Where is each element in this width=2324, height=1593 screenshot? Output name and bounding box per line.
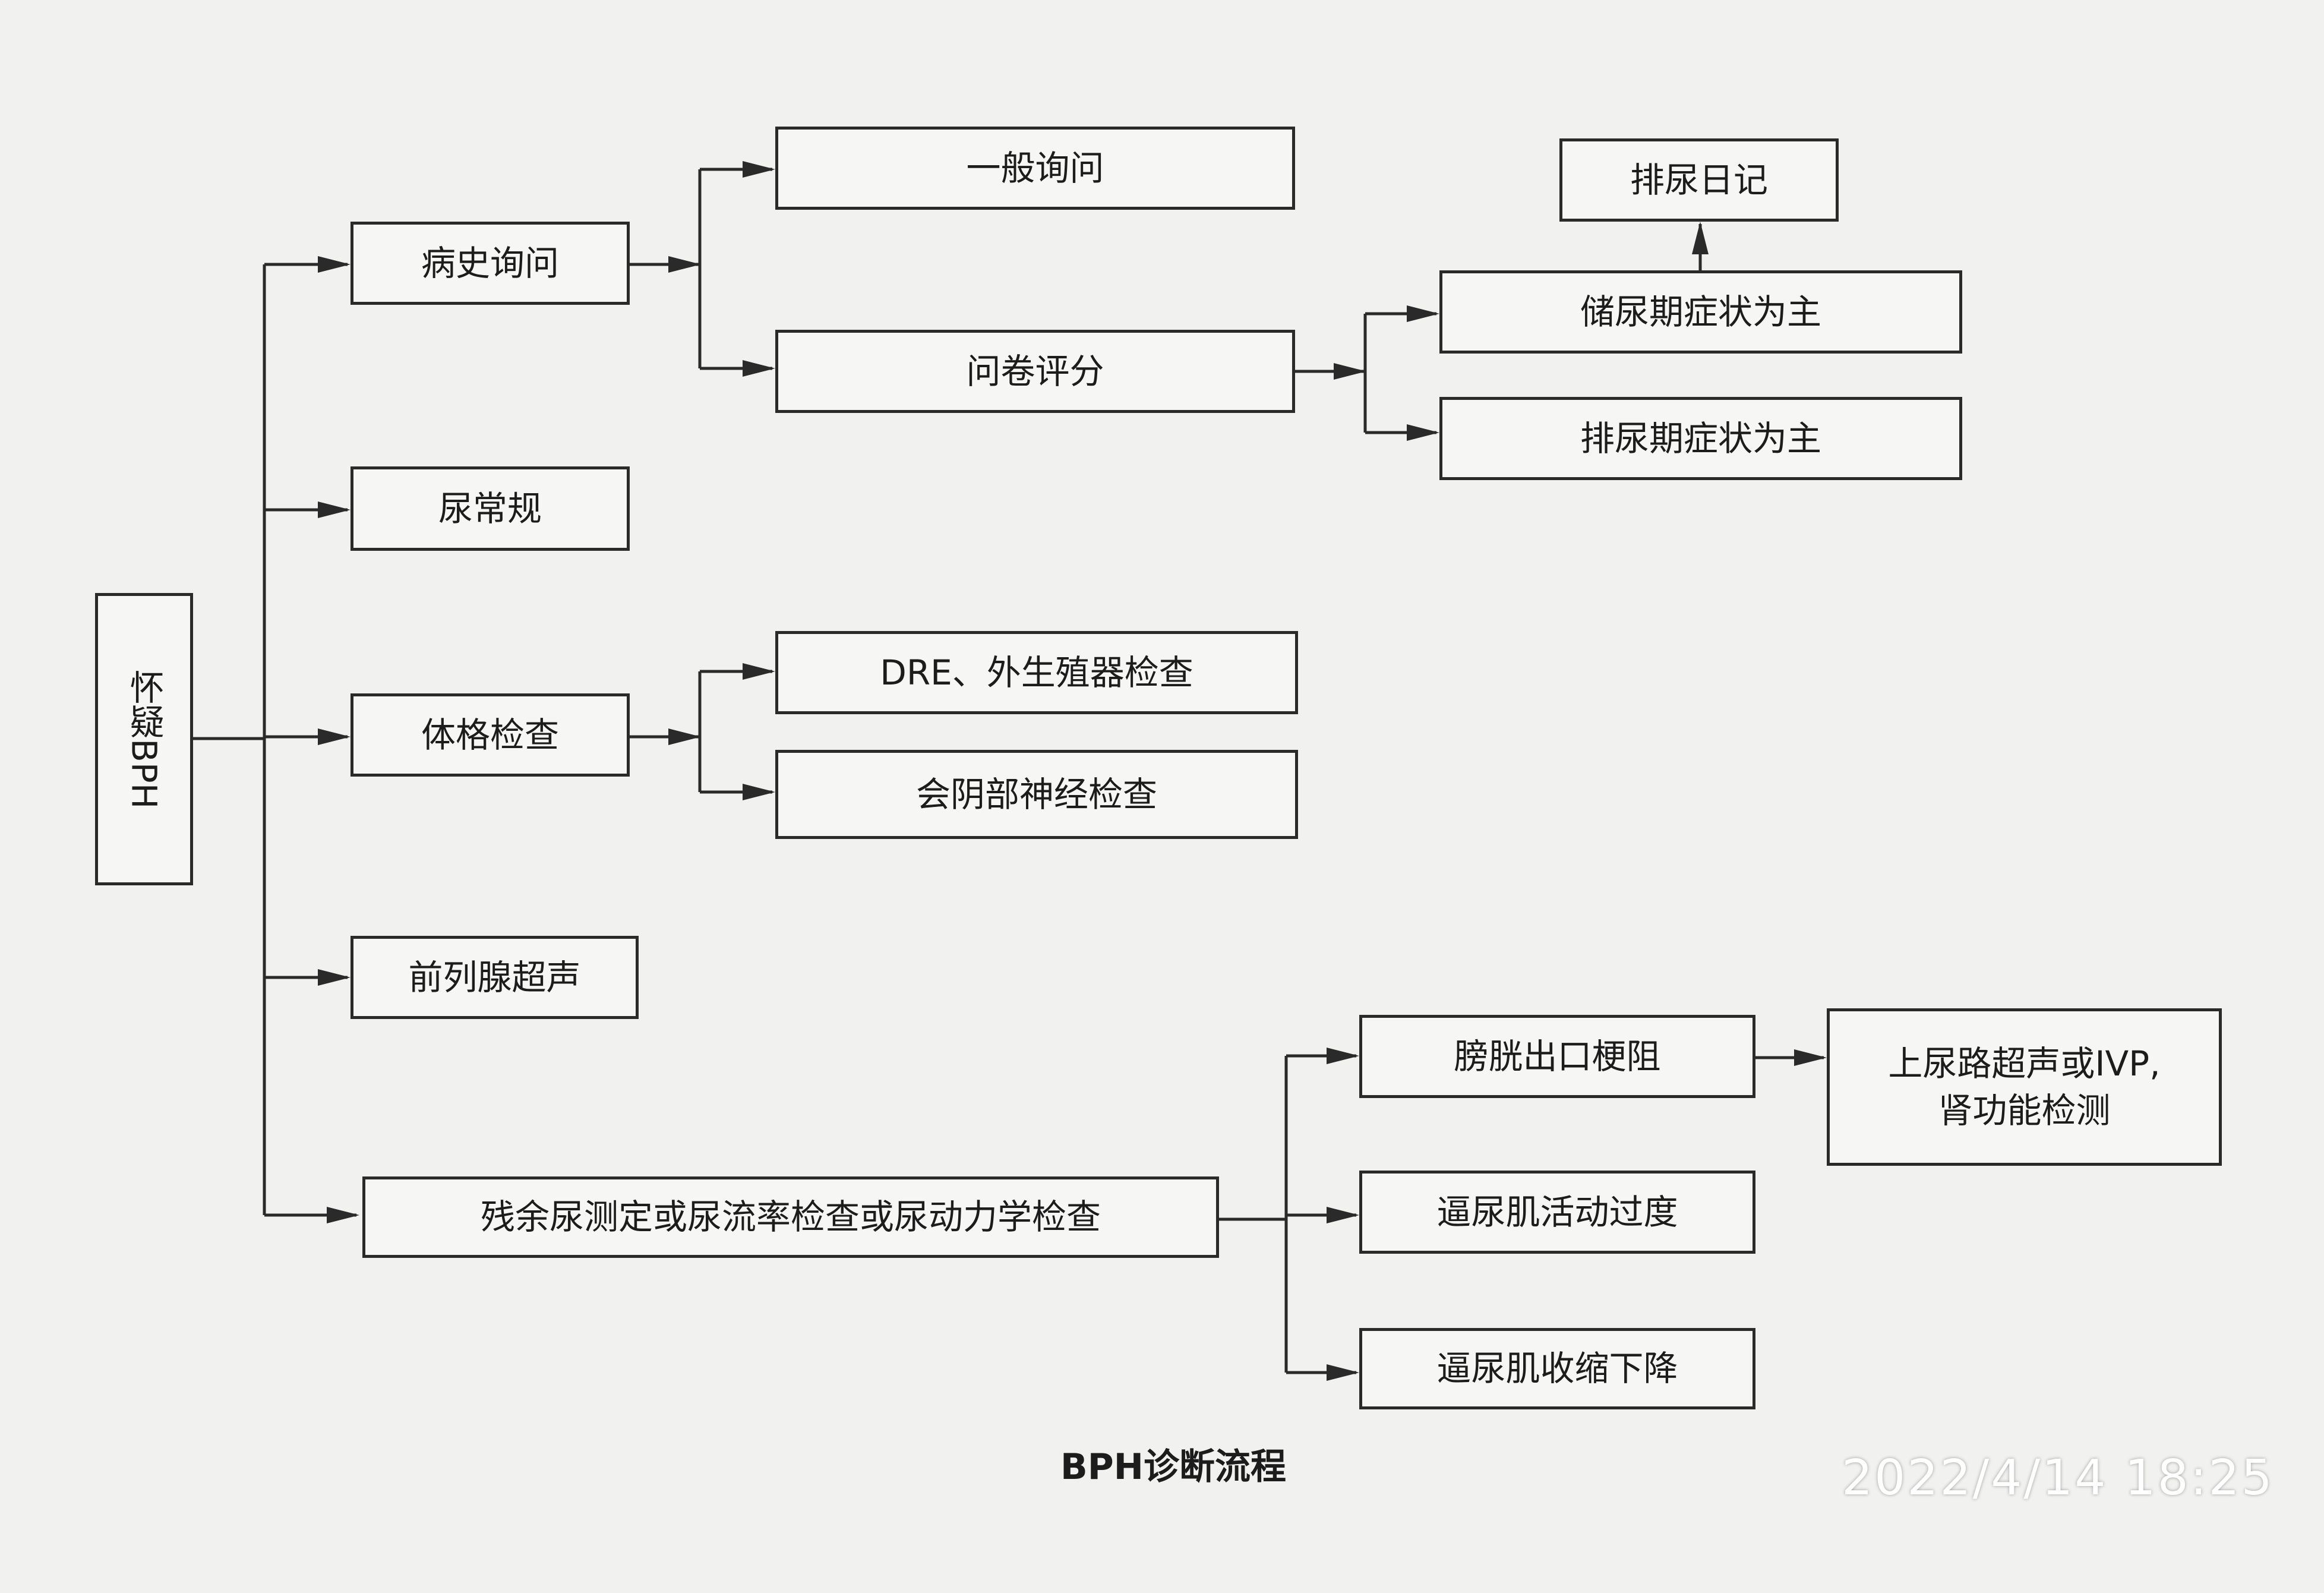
node-label: 会阴部神经检查 bbox=[915, 774, 1157, 815]
node-detrusor-underactivity: 逼尿肌收缩下降 bbox=[1359, 1328, 1755, 1409]
node-residual-urine-test: 残余尿测定或尿流率检查或尿动力学检查 bbox=[362, 1176, 1219, 1258]
node-physical-exam: 体格检查 bbox=[351, 693, 630, 777]
node-history: 病史询问 bbox=[351, 222, 630, 305]
node-label: 排尿期症状为主 bbox=[1580, 418, 1821, 459]
node-prostate-ultrasound: 前列腺超声 bbox=[351, 936, 639, 1019]
node-dre-exam: DRE、外生殖器检查 bbox=[775, 631, 1298, 714]
photo-timestamp: 2022/4/14 18:25 bbox=[1842, 1450, 2274, 1506]
node-label: 问卷评分 bbox=[966, 351, 1104, 392]
node-urinalysis: 尿常规 bbox=[351, 466, 630, 551]
node-label: DRE、外生殖器检查 bbox=[880, 652, 1193, 693]
node-label: 怀疑BPH bbox=[124, 669, 165, 809]
node-suspect-bph: 怀疑BPH bbox=[95, 593, 193, 885]
node-label: 排尿日记 bbox=[1630, 159, 1768, 200]
node-label: 前列腺超声 bbox=[408, 957, 581, 998]
node-label: 一般询问 bbox=[966, 147, 1104, 188]
node-label-line1: 上尿路超声或IVP, bbox=[1888, 1043, 2161, 1084]
node-questionnaire: 问卷评分 bbox=[775, 330, 1295, 413]
node-voiding-symptoms: 排尿期症状为主 bbox=[1439, 397, 1962, 480]
node-label-line2: 肾功能检测 bbox=[1938, 1090, 2111, 1131]
node-bladder-outlet-obstruction: 膀胱出口梗阻 bbox=[1359, 1015, 1755, 1098]
node-label: 储尿期症状为主 bbox=[1580, 291, 1821, 332]
node-label: 体格检查 bbox=[421, 714, 559, 755]
node-label: 膀胱出口梗阻 bbox=[1454, 1036, 1661, 1077]
node-label: 病史询问 bbox=[421, 242, 559, 283]
figure-caption: BPH诊断流程 bbox=[1060, 1446, 1286, 1488]
arrowheads bbox=[318, 161, 1827, 1381]
node-label: 残余尿测定或尿流率检查或尿动力学检查 bbox=[480, 1197, 1101, 1238]
node-label: 逼尿肌活动过度 bbox=[1436, 1191, 1678, 1232]
node-upper-tract-exam: 上尿路超声或IVP, 肾功能检测 bbox=[1827, 1008, 2222, 1166]
node-storage-symptoms: 储尿期症状为主 bbox=[1439, 270, 1962, 354]
node-perineal-exam: 会阴部神经检查 bbox=[775, 750, 1298, 839]
node-voiding-diary: 排尿日记 bbox=[1559, 138, 1839, 222]
node-detrusor-overactivity: 逼尿肌活动过度 bbox=[1359, 1171, 1755, 1254]
node-label: 逼尿肌收缩下降 bbox=[1436, 1348, 1678, 1389]
node-general-inquiry: 一般询问 bbox=[775, 127, 1295, 210]
node-label: 尿常规 bbox=[438, 488, 542, 529]
